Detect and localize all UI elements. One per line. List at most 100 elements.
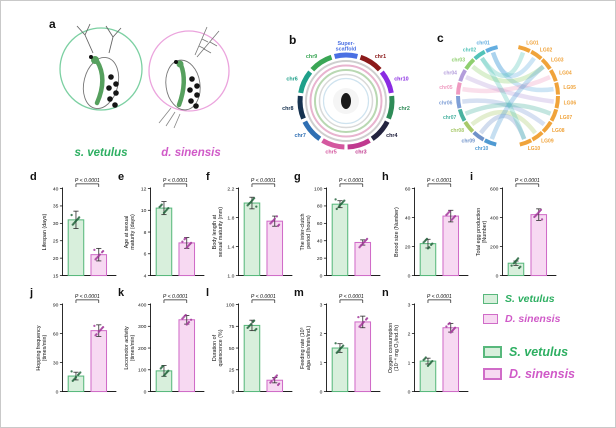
data-point [78, 216, 81, 219]
data-point [93, 248, 96, 251]
chord-svg: chr01chr02chr03chr04chr05chr06chr07chr08… [439, 41, 577, 152]
data-point [161, 365, 165, 368]
data-point [249, 323, 253, 326]
segment-label: chr09 [462, 139, 476, 145]
p-value-label: P < 0.0001 [339, 294, 364, 300]
segment-arc [458, 69, 467, 82]
svetulus-legend-label: S. vetulus [509, 345, 569, 359]
bar-dsinensis [266, 220, 284, 277]
segment-label: chr03 [452, 58, 466, 64]
data-point [253, 319, 256, 322]
y-tick-label: 60 [405, 186, 411, 192]
svetulus-eggs [106, 74, 119, 108]
y-axis-label: Feeding rate (10⁵ [300, 327, 306, 369]
data-point [101, 249, 105, 253]
segment-arc [531, 130, 544, 142]
y-tick-label: 0 [320, 273, 323, 279]
data-point [275, 374, 279, 377]
inner-track-ring [314, 69, 378, 133]
data-point [167, 206, 170, 210]
data-point [277, 382, 281, 385]
inner-track-ring [309, 64, 383, 138]
panel-d-letter: d [30, 171, 37, 183]
segment-label: LG04 [559, 71, 572, 77]
panel-g-letter: g [294, 171, 301, 183]
data-point [255, 205, 258, 208]
synteny-ribbon [471, 64, 545, 84]
chromosome-arc [386, 95, 395, 120]
bar-dsinensis [354, 321, 372, 393]
data-point [343, 199, 346, 202]
y-axis-label: Brood size (Number) [394, 207, 400, 257]
panel-b-letter: b [289, 33, 297, 47]
y-tick-label: 40 [53, 186, 59, 192]
synteny-ribbon [465, 75, 554, 104]
segment-label: chr06 [439, 100, 453, 106]
y-axis-label: sexual maturity (mm) [218, 207, 224, 257]
data-point [184, 237, 187, 240]
panel-h-letter: h [382, 171, 389, 183]
inner-track-ring [322, 77, 370, 125]
dsinensis-spines [158, 107, 181, 129]
data-point [431, 359, 434, 363]
legend-item-dsinensis: D. sinensis [483, 313, 560, 325]
legend-top: S. vetulus D. sinensis [483, 293, 560, 325]
panel-e-letter: e [118, 171, 125, 183]
chromosome-label: chr9 [306, 54, 317, 60]
segment-label: LG06 [564, 100, 577, 106]
y-axis-label: Duration of [212, 334, 218, 361]
panel-n-letter: n [382, 287, 389, 299]
bar-svetulus [243, 202, 261, 277]
data-point [184, 313, 187, 317]
segment-arc [549, 69, 558, 82]
y-axis-label: (10⁻⁴ mg O₂/ind./h) [394, 325, 400, 371]
chromosome-label: chr10 [394, 77, 408, 83]
panel-i-letter: i [470, 171, 474, 183]
legend-bottom: S. vetulus D. sinensis [483, 345, 575, 381]
data-point [95, 333, 98, 336]
data-point [362, 320, 365, 324]
y-tick-label: 100 [226, 302, 235, 308]
bar-svetulus [155, 207, 173, 277]
data-point [365, 317, 369, 320]
data-point [540, 218, 544, 221]
data-point [539, 208, 543, 212]
segment-arc [549, 108, 559, 122]
segment-label: LG08 [552, 128, 565, 134]
data-point [425, 237, 429, 241]
y-axis-label: maturity (days) [130, 214, 136, 250]
y-axis-label: Locomotor activity [124, 326, 130, 370]
chromosome-arc [302, 120, 322, 141]
dsinensis-legend-label: D. sinensis [509, 367, 575, 381]
segment-arc [554, 95, 560, 109]
y-tick-label: 25 [229, 368, 235, 374]
segment-label: LG07 [560, 115, 573, 121]
svetulus-swatch [483, 346, 502, 358]
data-point [448, 210, 451, 213]
y-tick-label: 0 [320, 389, 323, 395]
chromosome-arc [298, 70, 313, 94]
y-tick-label: 600 [490, 186, 499, 192]
panel-k-letter: k [118, 287, 125, 299]
bar-dsinensis [442, 215, 460, 277]
y-tick-label: 90 [53, 302, 59, 308]
y-tick-label: 300 [138, 324, 147, 330]
chromosome-label: chr6 [286, 77, 297, 83]
synteny-ribbon [464, 102, 552, 116]
chromosome-label: chr4 [386, 133, 397, 139]
data-point [431, 242, 434, 245]
legend-item-svetulus: S. vetulus [483, 293, 560, 305]
y-tick-label: 400 [138, 302, 147, 308]
y-tick-label: 1.8 [227, 215, 234, 221]
